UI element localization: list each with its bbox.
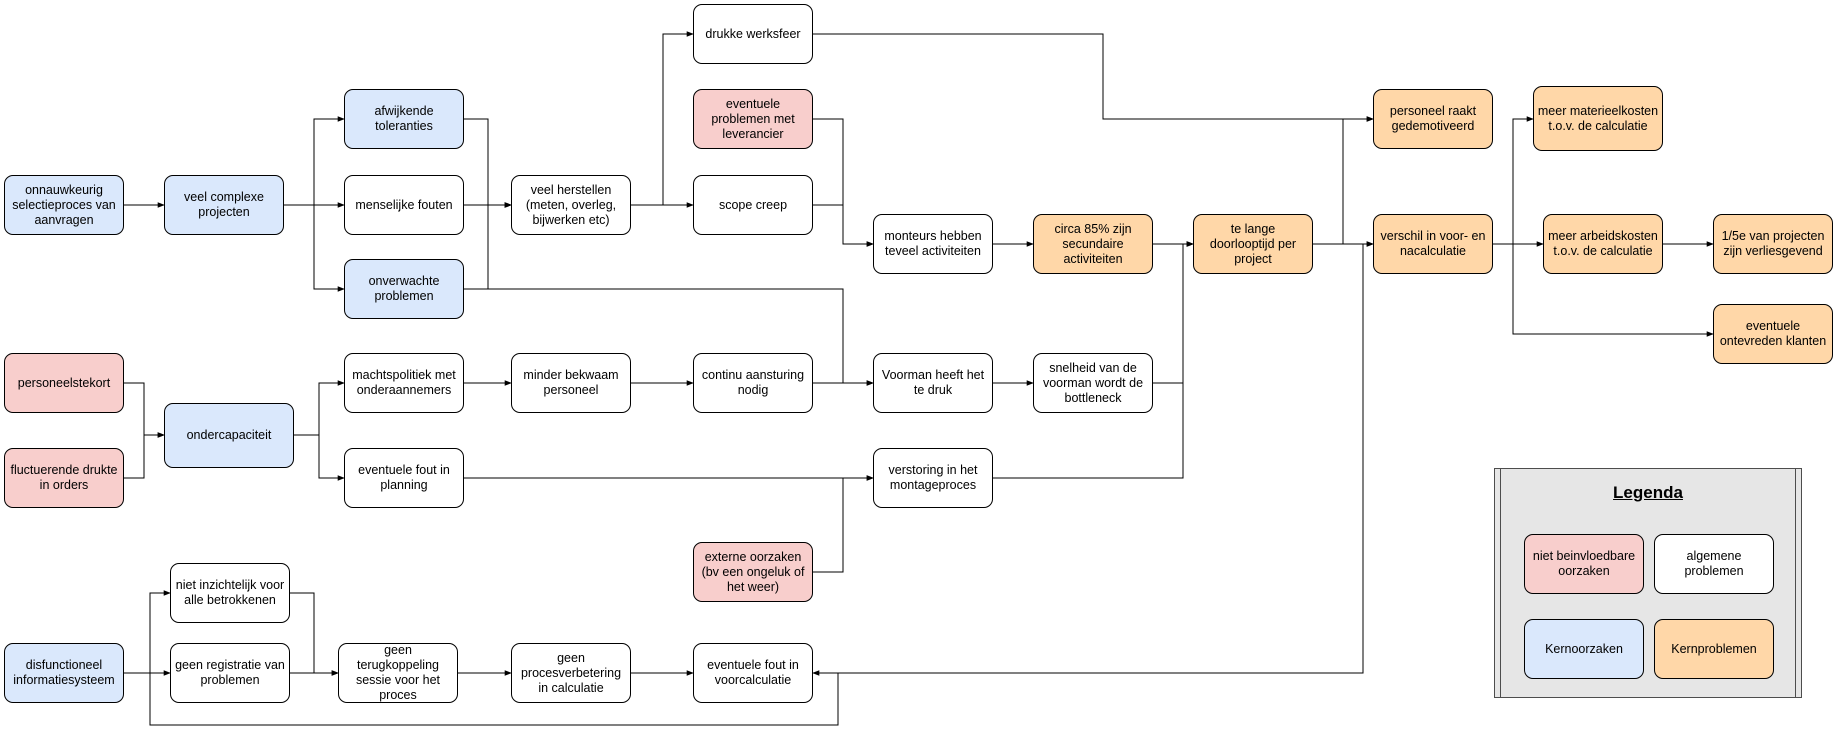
legend-item-orange: Kernproblemen — [1654, 619, 1774, 679]
legend-right-bar — [1795, 468, 1802, 698]
node-niet-inzichtelijk: niet inzichtelijk voor alle betrokkenen — [170, 563, 290, 623]
node-fout-in-planning: eventuele fout in planning — [344, 448, 464, 508]
connector-arrow-28 — [464, 288, 874, 386]
node-secundaire-activiteiten: circa 85% zijn secundaire activiteiten — [1033, 214, 1153, 274]
legend-item-white: algemene problemen — [1654, 534, 1774, 594]
connector-arrow-11 — [813, 204, 874, 247]
node-fluctuerende-drukte: fluctuerende drukte in orders — [4, 448, 124, 508]
node-fout-voorcalculatie: eventuele fout in voorcalculatie — [693, 643, 813, 703]
legend-item-blue: Kernoorzaken — [1524, 619, 1644, 679]
connector-arrow-32 — [813, 475, 874, 573]
node-monteurs-teveel-activiteiten: monteurs hebben teveel activiteiten — [873, 214, 993, 274]
connector-arrow-36 — [290, 592, 339, 676]
node-veel-complexe-projecten: veel complexe projecten — [164, 175, 284, 235]
node-meer-arbeidskosten: meer arbeidskosten t.o.v. de calculatie — [1543, 214, 1663, 274]
node-machtspolitiek: machtspolitiek met onderaannemers — [344, 353, 464, 413]
connector-arrow-20 — [1493, 243, 1714, 337]
node-onverwachte-problemen: onverwachte problemen — [344, 259, 464, 319]
node-personeelstekort: personeelstekort — [4, 353, 124, 413]
connector-arrow-8 — [631, 31, 694, 206]
connector-arrow-30 — [1153, 241, 1194, 384]
node-externe-oorzaken: externe oorzaken (bv een ongeluk of het … — [693, 542, 813, 602]
connector-arrow-22 — [124, 432, 165, 479]
legend-title: Legenda — [1613, 483, 1683, 502]
connector-arrow-21 — [124, 382, 165, 438]
connector-arrow-41 — [124, 670, 839, 726]
legend: Legenda niet beinvloedbare oorzaken alge… — [1494, 468, 1802, 698]
node-problemen-leverancier: eventuele problemen met leverancier — [693, 89, 813, 149]
node-geen-procesverbetering: geen procesverbetering in calculatie — [511, 643, 631, 703]
node-verstoring-montageproces: verstoring in het montageproces — [873, 448, 993, 508]
node-geen-registratie: geen registratie van problemen — [170, 643, 290, 703]
node-scope-creep: scope creep — [693, 175, 813, 235]
connector-arrow-5 — [464, 118, 512, 208]
node-geen-terugkoppeling: geen terugkoppeling sessie voor het proc… — [338, 643, 458, 703]
node-voorman-bottleneck: snelheid van de voorman wordt de bottlen… — [1033, 353, 1153, 413]
node-meer-materieelkosten: meer materieelkosten t.o.v. de calculati… — [1533, 86, 1663, 151]
legend-left-bar — [1494, 468, 1501, 698]
node-drukke-werksfeer: drukke werksfeer — [693, 4, 813, 64]
node-voorman-te-druk: Voorman heeft het te druk — [873, 353, 993, 413]
node-continu-aansturing: continu aansturing nodig — [693, 353, 813, 413]
connector-arrow-2 — [284, 116, 345, 206]
connector-arrow-40 — [813, 241, 1374, 674]
connector-arrow-33 — [993, 241, 1194, 479]
node-verschil-voor-nacalculatie: verschil in voor- en nacalculatie — [1373, 214, 1493, 274]
connector-arrow-24 — [294, 434, 345, 481]
node-ontevreden-klanten: eventuele ontevreden klanten — [1713, 304, 1833, 364]
node-lange-doorlooptijd: te lange doorlooptijd per project — [1193, 214, 1313, 274]
connector-arrow-34 — [124, 590, 171, 674]
node-ondercapaciteit: ondercapaciteit — [164, 403, 294, 468]
connector-arrow-15 — [1313, 116, 1374, 245]
node-disfunctioneel-informatiesysteem: disfunctioneel informatiesysteem — [4, 643, 124, 703]
connector-arrow-4 — [284, 204, 345, 292]
legend-item-red: niet beinvloedbare oorzaken — [1524, 534, 1644, 594]
connector-arrow-14 — [813, 33, 1374, 122]
node-minder-bekwaam-personeel: minder bekwaam personeel — [511, 353, 631, 413]
connector-arrow-17 — [1493, 116, 1534, 245]
node-afwijkende-toleranties: afwijkende toleranties — [344, 89, 464, 149]
connector-arrow-23 — [294, 380, 345, 436]
node-veel-herstellen: veel herstellen (meten, overleg, bijwerk… — [511, 175, 631, 235]
node-menselijke-fouten: menselijke fouten — [344, 175, 464, 235]
node-onnauwkeurig-selectieproces: onnauwkeurig selectieproces van aanvrage… — [4, 175, 124, 235]
node-verliesgevende-projecten: 1/5e van projecten zijn verliesgevend — [1713, 214, 1833, 274]
node-personeel-gedemotiveerd: personeel raakt gedemotiveerd — [1373, 89, 1493, 149]
connector-arrow-7 — [464, 202, 512, 290]
